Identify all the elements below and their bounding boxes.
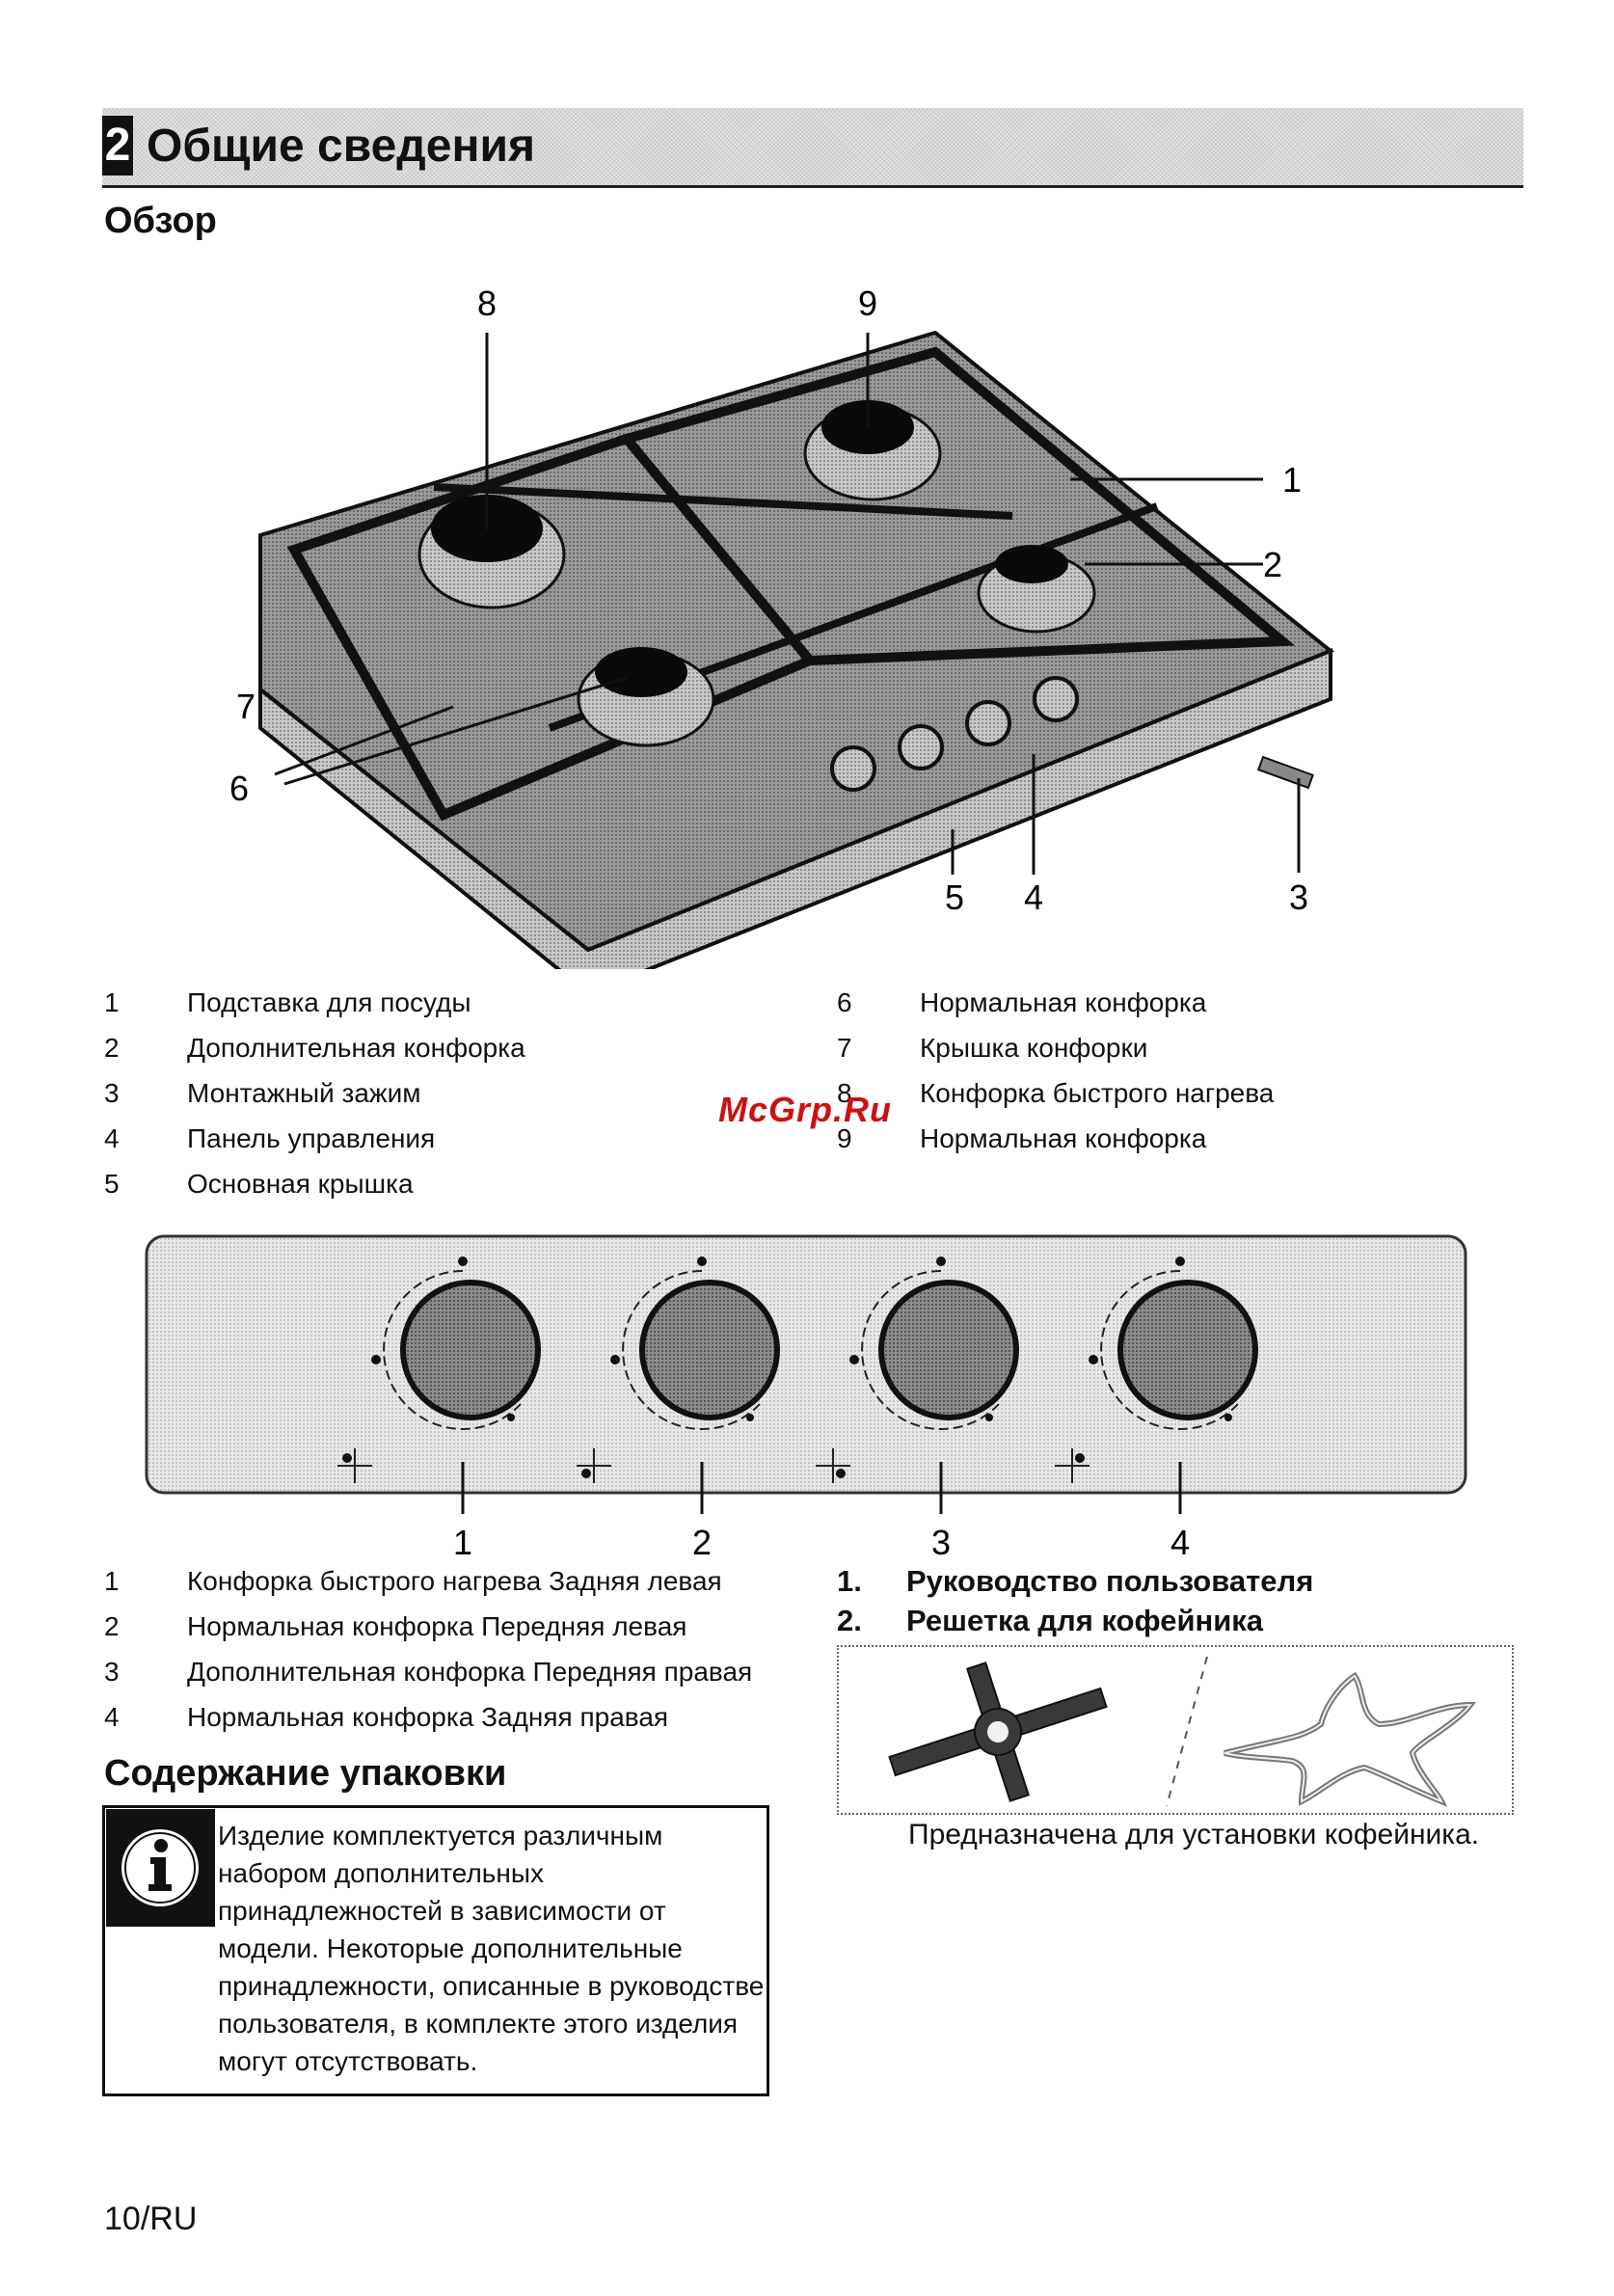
callout-6: 6 (229, 769, 249, 808)
hob-illustration: 8 9 1 2 3 4 5 6 7 (229, 284, 1334, 969)
flame-large-icon (849, 1355, 859, 1364)
accessory-caption: Предназначена для установки кофейника. (908, 1819, 1480, 1850)
burner-position-icon (1055, 1448, 1089, 1483)
off-position-dot-icon (697, 1256, 707, 1266)
knob-4 (1033, 676, 1079, 722)
info-icon (106, 1809, 215, 1927)
callout-2: 2 (1263, 545, 1282, 584)
off-position-dot-icon (458, 1256, 468, 1266)
hob-front-edge (258, 648, 1332, 969)
callout-7: 7 (236, 687, 256, 726)
info-line: Изделие комплектуется различным (218, 1821, 663, 1850)
control-knob-3: 3 (816, 1256, 1019, 1562)
flame-small-icon (985, 1414, 993, 1421)
burner-position-icon (337, 1448, 372, 1483)
info-note-box (102, 1805, 769, 2096)
page-number: 10/RU (104, 2201, 198, 2237)
mounting-clamp (1256, 755, 1314, 790)
callout-8: 8 (477, 284, 497, 323)
burner-position-icon (816, 1448, 850, 1483)
control-knob-1: 1 (337, 1256, 541, 1562)
knob-label-3: 3 (931, 1523, 951, 1562)
chapter-title: Общие сведения (147, 121, 535, 172)
info-line: могут отсутствовать. (218, 2046, 478, 2076)
burner-front-left (595, 647, 687, 697)
flame-small-icon (1224, 1414, 1232, 1421)
off-position-dot-icon (1175, 1256, 1185, 1266)
callout-5: 5 (945, 878, 964, 917)
knob-3 (965, 700, 1011, 746)
callout-3: 3 (1289, 878, 1308, 917)
burner-auxiliary (995, 545, 1068, 583)
callout-4: 4 (1024, 878, 1043, 917)
info-line: набором дополнительных (218, 1858, 544, 1888)
knob-label-2: 2 (692, 1523, 712, 1562)
control-knob-2: 2 (577, 1256, 780, 1562)
callout-1: 1 (1282, 460, 1302, 500)
chapter-number: 2 (102, 116, 133, 176)
flame-large-icon (1089, 1355, 1098, 1364)
coffee-grid-illustration (888, 1656, 1477, 1807)
chapter-header-bar (102, 108, 1523, 188)
off-position-dot-icon (936, 1256, 946, 1266)
info-line: принадлежности, описанные в руководстве (218, 1971, 765, 2001)
knob-label-4: 4 (1170, 1523, 1190, 1562)
flame-small-icon (746, 1414, 754, 1421)
accessory-illustration-frame (837, 1645, 1514, 1815)
knob-2 (898, 724, 944, 770)
knob-label-1: 1 (453, 1523, 472, 1562)
control-knob-4: 4 (1055, 1256, 1258, 1562)
callout-9: 9 (858, 284, 877, 323)
flame-small-icon (507, 1414, 515, 1421)
info-note-text: Изделие комплектуется различным набором … (218, 1817, 767, 2080)
control-panel-illustration: 1 2 3 4 (145, 1234, 1467, 1562)
pan-support-right (618, 346, 1296, 666)
knob-1 (830, 745, 876, 792)
watermark: McGrp.Ru (718, 1090, 893, 1129)
info-line: принадлежностей в зависимости от (218, 1896, 666, 1926)
info-line: модели. Некоторые дополнительные (218, 1933, 683, 1963)
info-line: пользователя, в комплекте этого изделия (218, 2009, 739, 2039)
section-title-package-contents: Содержание упаковки (104, 1753, 507, 1794)
section-title-overview: Обзор (104, 201, 217, 241)
flame-large-icon (610, 1355, 620, 1364)
flame-large-icon (371, 1355, 381, 1364)
burner-position-icon (577, 1448, 611, 1483)
